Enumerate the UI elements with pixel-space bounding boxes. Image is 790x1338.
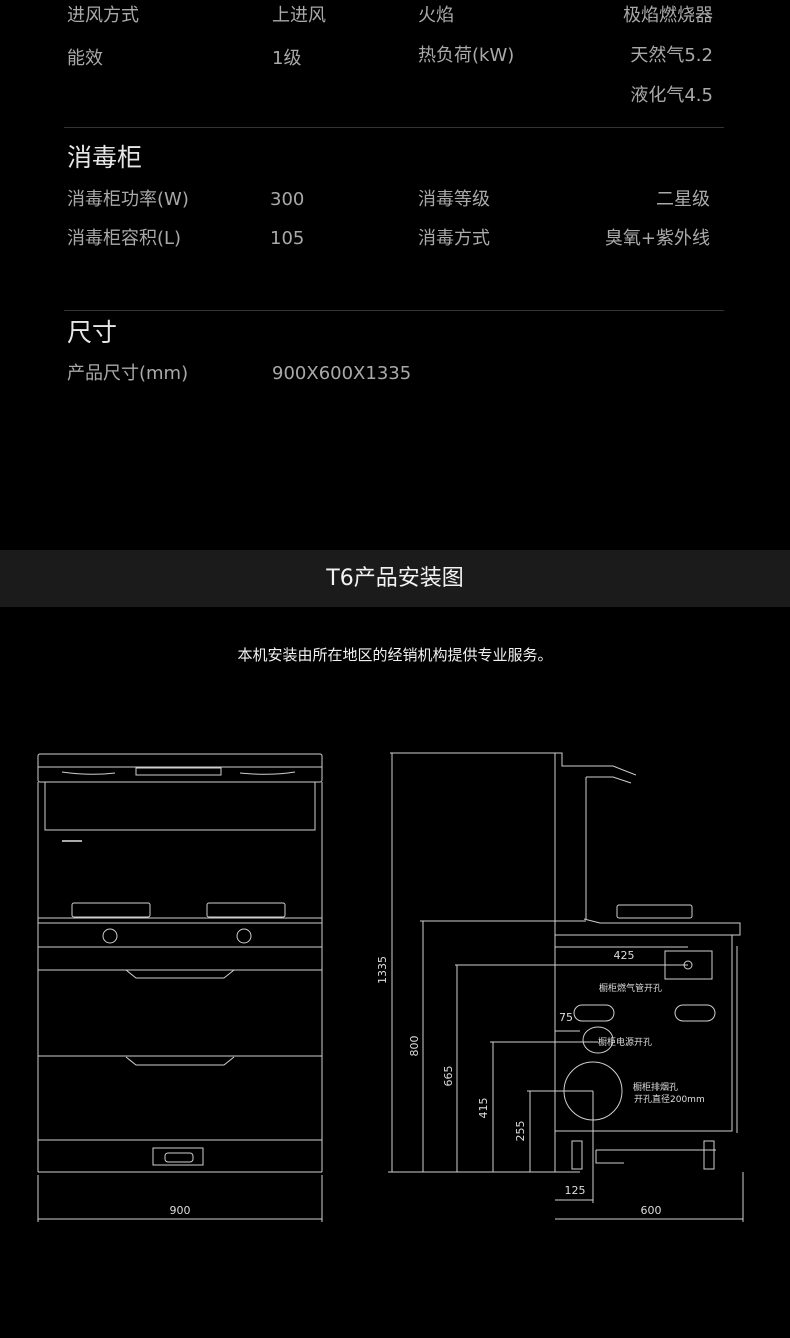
dim-800: 800 — [408, 1036, 421, 1057]
spec-label: 能效 — [67, 48, 103, 69]
section-title: 尺寸 — [67, 318, 118, 347]
spec-value: 900X600X1335 — [272, 363, 412, 384]
install-subtitle: 本机安装由所在地区的经销机构提供专业服务。 — [237, 646, 553, 664]
spec-value: 二星级 — [656, 189, 710, 210]
spec-label: 消毒等级 — [418, 189, 490, 210]
spec-label: 火焰 — [418, 5, 454, 26]
knob-icon — [102, 928, 118, 944]
spec-value: 105 — [270, 228, 305, 249]
dim-600: 600 — [641, 1204, 662, 1217]
side-view — [388, 752, 744, 1222]
spec-value: 天然气5.2 — [630, 45, 713, 66]
spec-value: 臭氧+紫外线 — [604, 228, 710, 249]
power-hole-label: 橱柜电源开孔 — [598, 1036, 652, 1048]
divider — [64, 310, 724, 311]
dim-255: 255 — [514, 1121, 527, 1142]
dim-1335: 1335 — [376, 956, 389, 984]
dim-900: 900 — [170, 1204, 191, 1217]
dim-415: 415 — [477, 1098, 490, 1119]
spec-label: 热负荷(kW) — [418, 45, 515, 66]
section-title: 消毒柜 — [67, 143, 143, 172]
spec-value: 上进风 — [272, 5, 326, 26]
spec-label: 产品尺寸(mm) — [67, 363, 189, 384]
dim-425: 425 — [614, 949, 635, 962]
spec-label: 消毒柜功率(W) — [67, 189, 189, 210]
smoke-hole-diameter: 开孔直径200mm — [634, 1093, 705, 1105]
install-title: T6产品安装图 — [326, 566, 464, 591]
smoke-hole-label: 橱柜排烟孔 — [633, 1081, 678, 1093]
spec-value: 1级 — [272, 48, 302, 69]
spec-value: 极焰燃烧器 — [623, 5, 713, 26]
dim-75: 75 — [559, 1011, 573, 1024]
spec-label: 消毒方式 — [418, 228, 490, 249]
dim-125: 125 — [565, 1184, 586, 1197]
dim-665: 665 — [442, 1066, 455, 1087]
gas-hole-label: 橱柜燃气管开孔 — [599, 982, 662, 994]
install-header-band: T6产品安装图 — [0, 550, 790, 607]
spec-value: 液化气4.5 — [630, 85, 713, 106]
divider — [64, 127, 724, 128]
knob-icon — [236, 928, 252, 944]
spec-value: 300 — [270, 189, 305, 210]
spec-label: 消毒柜容积(L) — [67, 228, 182, 249]
front-view — [37, 753, 323, 1222]
spec-label: 进风方式 — [67, 5, 139, 26]
